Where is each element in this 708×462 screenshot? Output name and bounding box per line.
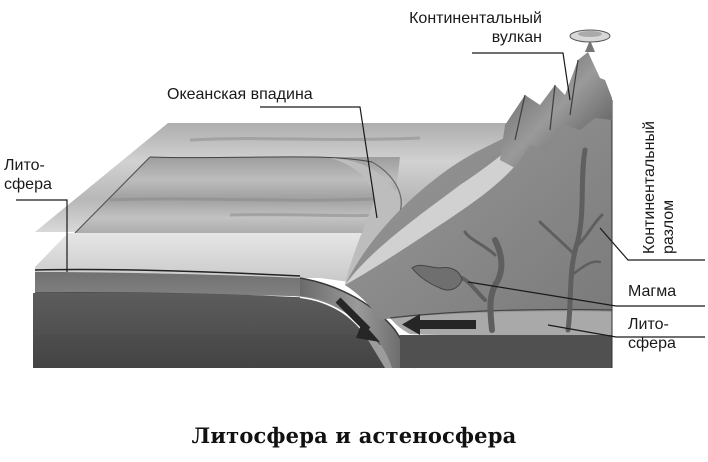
magma-channels xyxy=(460,147,604,333)
label-line: Континентальный xyxy=(409,10,542,27)
leader-lines xyxy=(16,52,705,338)
plate-motion-arrow-icon xyxy=(402,314,476,335)
label-lithosphere-left: Лито- сфера xyxy=(4,156,52,194)
slope-highlight xyxy=(345,130,530,285)
label-magma: Магма xyxy=(628,283,677,300)
label-line: сфера xyxy=(4,176,52,193)
label-line: Континентальный xyxy=(641,121,658,254)
label-continental-volcano: Континентальный вулкан xyxy=(362,9,542,47)
label-lithosphere-right: Лито- сфера xyxy=(628,315,676,353)
continental-block xyxy=(345,100,613,368)
label-line: вулкан xyxy=(491,29,542,46)
label-line: Лито- xyxy=(628,316,669,333)
label-line: сфера xyxy=(628,335,676,352)
label-continental-rift: Континентальный разлом xyxy=(640,121,678,254)
subduction-arrow-icon xyxy=(335,297,380,342)
label-line: разлом xyxy=(660,199,677,254)
mountain-range xyxy=(500,52,612,168)
volcano-eruption xyxy=(569,29,611,52)
ocean-floor-plane xyxy=(34,233,380,282)
figure-caption: Литосфера и астеносфера xyxy=(191,423,517,448)
magma-chamber xyxy=(411,264,463,291)
label-line: Лито- xyxy=(4,157,45,174)
trench-ridge xyxy=(330,158,405,285)
label-ocean-trench: Океанская впадина xyxy=(167,86,313,103)
